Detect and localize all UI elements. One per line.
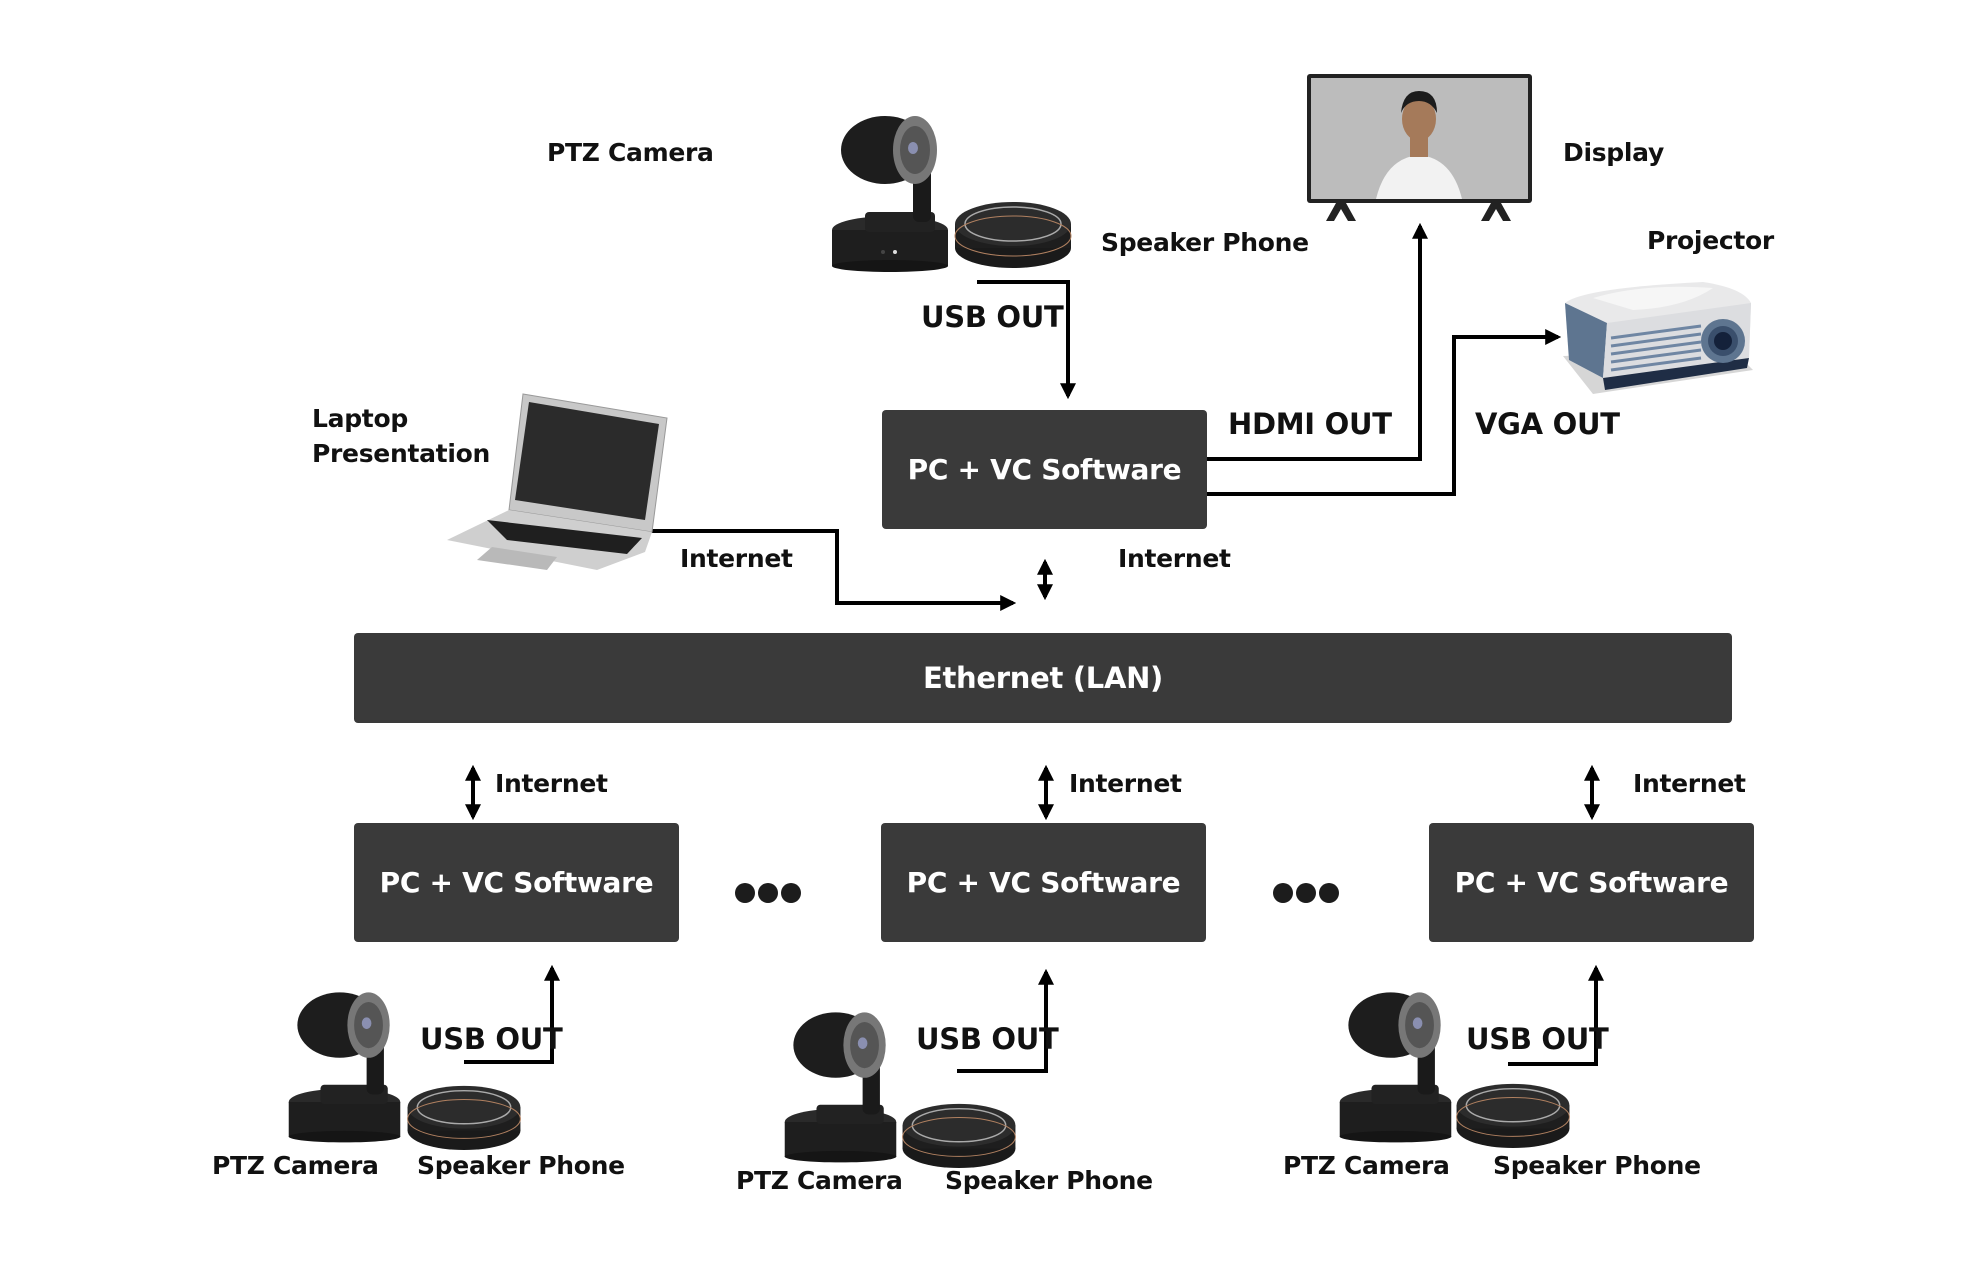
remote-1-internet-label: Internet xyxy=(495,769,608,798)
remote-3-usb-wire xyxy=(1508,964,1604,1066)
dot xyxy=(781,883,801,903)
display-icon xyxy=(1306,73,1533,223)
ellipsis-icon xyxy=(1273,883,1339,903)
laptop-internet-label: Internet xyxy=(680,544,793,573)
ethernet-label: Ethernet (LAN) xyxy=(922,661,1164,695)
remote-2-usb-out-label: USB OUT xyxy=(916,1022,1059,1056)
laptop-icon xyxy=(447,392,672,572)
remote-1-speaker-phone-icon xyxy=(404,1080,524,1156)
laptop-label-line1: Laptop xyxy=(312,404,408,433)
ptz-camera-label: PTZ Camera xyxy=(547,138,714,167)
remote-3-ptz-camera-label: PTZ Camera xyxy=(1283,1151,1450,1180)
projector-icon xyxy=(1563,278,1755,394)
laptop-internet-wire xyxy=(645,529,1017,611)
projector-label: Projector xyxy=(1647,226,1774,255)
dot xyxy=(1296,883,1316,903)
laptop-label-line2: Presentation xyxy=(312,439,490,468)
dot xyxy=(758,883,778,903)
hdmi-wire xyxy=(1207,222,1428,461)
remote-3-ptz-camera-icon xyxy=(1333,988,1458,1147)
remote-2-ptz-camera-label: PTZ Camera xyxy=(736,1166,903,1195)
usb-out-label: USB OUT xyxy=(921,300,1064,334)
remote-2-pc-box[interactable]: PC + VC Software xyxy=(881,823,1206,942)
dot xyxy=(1273,883,1293,903)
speaker-phone-icon xyxy=(952,196,1074,270)
remote-1-pc-label: PC + VC Software xyxy=(379,866,654,899)
usb-wire-top xyxy=(977,280,1076,400)
remote-3-internet-label: Internet xyxy=(1633,769,1746,798)
display-label: Display xyxy=(1563,138,1664,167)
remote-2-usb-wire xyxy=(957,968,1054,1073)
remote-3-speaker-phone-icon xyxy=(1453,1078,1573,1154)
vga-out-label: VGA OUT xyxy=(1475,407,1620,441)
remote-3-usb-out-label: USB OUT xyxy=(1466,1022,1609,1056)
remote-3-pc-label: PC + VC Software xyxy=(1454,866,1729,899)
main-pc-internet-label: Internet xyxy=(1118,544,1231,573)
dot xyxy=(735,883,755,903)
remote-1-ptz-camera-icon xyxy=(282,988,407,1147)
remote-3-pc-box[interactable]: PC + VC Software xyxy=(1429,823,1754,942)
ptz-camera-icon xyxy=(825,112,955,272)
main-pc-label: PC + VC Software xyxy=(907,453,1182,486)
remote-1-pc-box[interactable]: PC + VC Software xyxy=(354,823,679,942)
remote-1-usb-wire xyxy=(464,964,560,1064)
remote-2-speaker-phone-label: Speaker Phone xyxy=(945,1166,1153,1195)
remote-1-ptz-camera-label: PTZ Camera xyxy=(212,1151,379,1180)
speaker-phone-label: Speaker Phone xyxy=(1101,228,1309,257)
vga-wire xyxy=(1207,329,1562,496)
remote-2-pc-label: PC + VC Software xyxy=(906,866,1181,899)
remote-1-usb-out-label: USB OUT xyxy=(420,1022,563,1056)
dot xyxy=(1319,883,1339,903)
remote-1-speaker-phone-label: Speaker Phone xyxy=(417,1151,625,1180)
remote-3-speaker-phone-label: Speaker Phone xyxy=(1493,1151,1701,1180)
remote-2-internet-label: Internet xyxy=(1069,769,1182,798)
remote-2-speaker-phone-icon xyxy=(899,1098,1019,1174)
ethernet-lan-bar[interactable]: Ethernet (LAN) xyxy=(354,633,1732,723)
ellipsis-icon xyxy=(735,883,801,903)
hdmi-out-label: HDMI OUT xyxy=(1228,407,1392,441)
main-pc-vc-software-box[interactable]: PC + VC Software xyxy=(882,410,1207,529)
remote-2-ptz-camera-icon xyxy=(778,1008,903,1167)
